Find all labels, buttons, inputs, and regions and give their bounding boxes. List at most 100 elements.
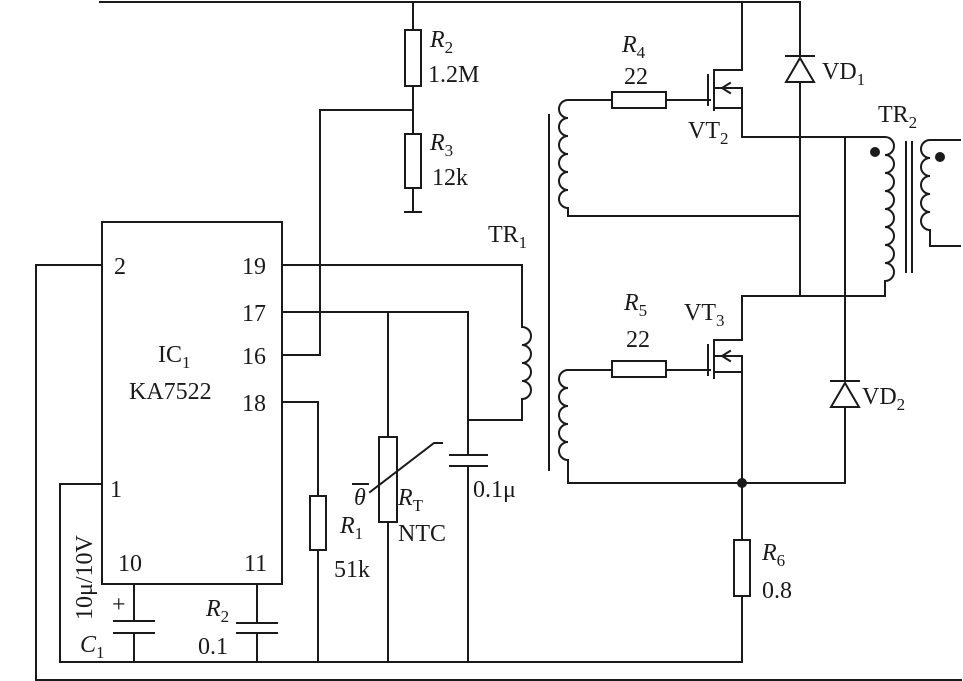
tr1-secondary-bottom-coil (558, 369, 845, 484)
resistor-r3 (404, 133, 422, 189)
capacitor-c1 (113, 620, 155, 634)
vt2-drain-source (741, 1, 846, 138)
r1-sub: 1 (355, 524, 364, 543)
r1-name: R (339, 513, 355, 539)
svg-text:TR2: TR2 (878, 102, 917, 132)
vt2-channel (713, 69, 743, 111)
c1-name: C (80, 632, 97, 658)
ic1-pin18: 18 (242, 391, 266, 417)
ic1-pin2: 2 (114, 254, 126, 280)
r2-bottom-value: 0.1 (198, 634, 228, 660)
vt3-name: VT (684, 300, 716, 326)
capacitor-r2-bottom (236, 622, 278, 634)
svg-text:R4: R4 (621, 32, 646, 62)
capacitor-0-1u (449, 454, 488, 467)
pin19-wire (281, 264, 523, 328)
vd1-sub: 1 (857, 70, 866, 89)
ic1-name: IC (158, 342, 182, 368)
vd1-diode (784, 56, 816, 83)
vt2-name: VT (688, 118, 720, 144)
ic1-body (101, 221, 283, 585)
thermistor-slash (368, 442, 443, 494)
vd2-diode (829, 381, 861, 408)
svg-text:VT2: VT2 (688, 118, 729, 148)
c1-value: 10μ/10V (72, 534, 98, 620)
r2-bottom-name: R (205, 596, 221, 622)
tr2-core-line (905, 141, 913, 273)
r2-bottom-sub: 2 (221, 607, 230, 626)
r2-top-value: 1.2M (428, 62, 479, 88)
ic1-part: KA7522 (129, 379, 212, 405)
r4-name: R (621, 32, 637, 58)
svg-text:VD2: VD2 (862, 384, 905, 414)
svg-text:R3: R3 (429, 130, 453, 160)
svg-text:RT: RT (397, 485, 424, 515)
svg-text:R2: R2 (205, 596, 229, 626)
tr2-primary-dot (870, 147, 880, 157)
r3-ground-stub (404, 187, 422, 213)
svg-text:C1: C1 (80, 632, 105, 662)
svg-text:R5: R5 (623, 290, 647, 320)
resistor-r5 (611, 360, 667, 378)
ic1-pin17: 17 (242, 301, 266, 327)
r4-value: 22 (624, 64, 648, 90)
ground-drops (317, 465, 469, 663)
vt3-sub: 3 (716, 311, 725, 330)
pin1-wire (59, 483, 103, 663)
resistor-r4 (611, 91, 667, 109)
tr1-secondary-top-coil (558, 99, 800, 217)
r2-top-name: R (429, 27, 445, 53)
pin2-wire (35, 264, 962, 681)
ic1-pin19: 19 (242, 254, 266, 280)
r6-value: 0.8 (762, 578, 792, 604)
tr1-primary-coil (468, 326, 532, 421)
junction-dot (737, 478, 747, 488)
r5-name: R (623, 290, 639, 316)
svg-text:R6: R6 (761, 540, 785, 570)
r2-r3-node-wire (281, 85, 414, 356)
rt-name: R (397, 485, 413, 511)
vd2-name: VD (862, 384, 897, 410)
tr2-secondary-coil (920, 139, 961, 247)
r2-top-sub: 2 (445, 38, 454, 57)
rt-sub: T (413, 496, 424, 515)
r6-name: R (761, 540, 777, 566)
r5-sub: 5 (639, 301, 648, 320)
vt2-arrow (720, 81, 743, 95)
resistor-r2-top (404, 29, 422, 87)
vt3-channel (713, 339, 743, 379)
pin17-wire (281, 311, 469, 456)
rt-theta: θ (354, 485, 366, 511)
vt3-arrow (720, 349, 743, 363)
ic1-pin1: 1 (110, 477, 122, 503)
vd2-sub: 2 (897, 395, 906, 414)
c1-sub: 1 (96, 643, 105, 662)
r1-value: 51k (334, 557, 370, 583)
tr2-secondary-dot (935, 152, 945, 162)
pin18-wire (281, 401, 319, 497)
thermistor-rt (378, 436, 398, 523)
ground-rail-wire (59, 595, 743, 663)
r3-value: 12k (432, 165, 468, 191)
ic1-pin16: 16 (242, 344, 266, 370)
rt-value: NTC (398, 521, 446, 547)
svg-text:IC1: IC1 (158, 342, 191, 372)
r6-sub: 6 (777, 551, 786, 570)
cap-0-1u-value: 0.1μ (473, 477, 516, 503)
ic1-sub: 1 (182, 353, 191, 372)
svg-text:VD1: VD1 (822, 59, 865, 89)
ic1-pin11: 11 (244, 551, 267, 577)
resistor-r6 (733, 539, 751, 597)
c1-plus: + (112, 592, 126, 618)
r4-sub: 4 (637, 43, 646, 62)
tr2-sub: 2 (909, 113, 918, 132)
vd1-name: VD (822, 59, 857, 85)
svg-text:R2: R2 (429, 27, 453, 57)
tr2-primary-coil (845, 136, 895, 296)
tr1-sub: 1 (519, 233, 528, 252)
r3-name: R (429, 130, 445, 156)
svg-text:VT3: VT3 (684, 300, 725, 330)
tr2-name: TR (878, 102, 909, 128)
tr1-name: TR (488, 222, 519, 248)
